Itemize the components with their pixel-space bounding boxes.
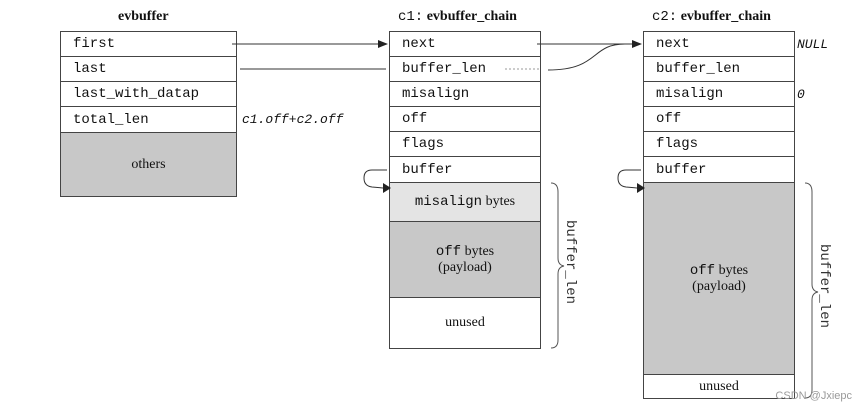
others-label: others bbox=[131, 156, 166, 172]
c1-payload-label: (payload) bbox=[438, 259, 492, 275]
c2-struct: next buffer_len misalign off flags buffe… bbox=[643, 31, 795, 399]
c1-title: c1: evbuffer_chain bbox=[398, 9, 517, 25]
c1-title-name: evbuffer_chain bbox=[426, 9, 517, 24]
c1-field-next: next bbox=[389, 31, 541, 57]
c2-unused-block: unused bbox=[643, 374, 795, 399]
c1-buffer-len-brace bbox=[550, 182, 565, 349]
c1-off-text: bytes bbox=[464, 243, 495, 259]
total-len-note: c1.off+c2.off bbox=[242, 112, 344, 127]
c2-title-prefix: c2: bbox=[652, 9, 678, 25]
c1-unused-block: unused bbox=[389, 297, 541, 349]
c2-buffer-len-brace bbox=[804, 182, 819, 399]
watermark: CSDN @Jxiepc bbox=[775, 390, 852, 402]
c2-buffer-arrowhead bbox=[637, 183, 645, 193]
c1-buffer-pointer bbox=[363, 169, 387, 189]
c2-field-misalign: misalign bbox=[643, 81, 795, 107]
c2-off-text: bytes bbox=[718, 262, 749, 278]
c1-field-buffer: buffer bbox=[389, 156, 541, 183]
last-to-c2-curve bbox=[547, 43, 626, 71]
c2-off-bytes-block: off bytes (payload) bbox=[643, 182, 795, 375]
c2-off-mono: off bbox=[689, 262, 716, 279]
evbuffer-struct: first last last_with_datap total_len oth… bbox=[60, 31, 237, 198]
c1-brace-label: buffer_len bbox=[562, 220, 578, 305]
c1-misalign-text: bytes bbox=[485, 194, 516, 209]
c2-field-buffer-len: buffer_len bbox=[643, 56, 795, 82]
c2-unused-label: unused bbox=[699, 378, 739, 394]
c2-misalign-zero-note: 0 bbox=[797, 87, 805, 102]
c1-title-prefix: c1: bbox=[398, 9, 424, 25]
c2-title: c2: evbuffer_chain bbox=[652, 9, 771, 25]
c1-field-flags: flags bbox=[389, 131, 541, 157]
c1-struct: next buffer_len misalign off flags buffe… bbox=[389, 31, 541, 349]
evbuffer-field-total-len: total_len bbox=[60, 106, 237, 133]
c1-off-mono: off bbox=[435, 243, 462, 260]
c1-misalign-mono: misalign bbox=[414, 194, 483, 210]
c1-field-buffer-len: buffer_len bbox=[389, 56, 541, 82]
evbuffer-field-last: last bbox=[60, 56, 237, 82]
evbuffer-title: evbuffer bbox=[118, 9, 169, 24]
c2-buffer-pointer bbox=[617, 169, 641, 189]
c1-field-off: off bbox=[389, 106, 541, 132]
c2-next-null-note: NULL bbox=[797, 37, 829, 52]
c2-brace-label: buffer_len bbox=[816, 244, 832, 329]
c1-buffer-arrowhead bbox=[383, 183, 391, 193]
evbuffer-others-block: others bbox=[60, 132, 237, 197]
c2-payload-label: (payload) bbox=[692, 278, 746, 294]
c1-misalign-bytes-block: misalign bytes bbox=[389, 182, 541, 222]
c2-title-name: evbuffer_chain bbox=[680, 9, 771, 24]
c1-unused-label: unused bbox=[445, 315, 485, 330]
c1-field-misalign: misalign bbox=[389, 81, 541, 107]
